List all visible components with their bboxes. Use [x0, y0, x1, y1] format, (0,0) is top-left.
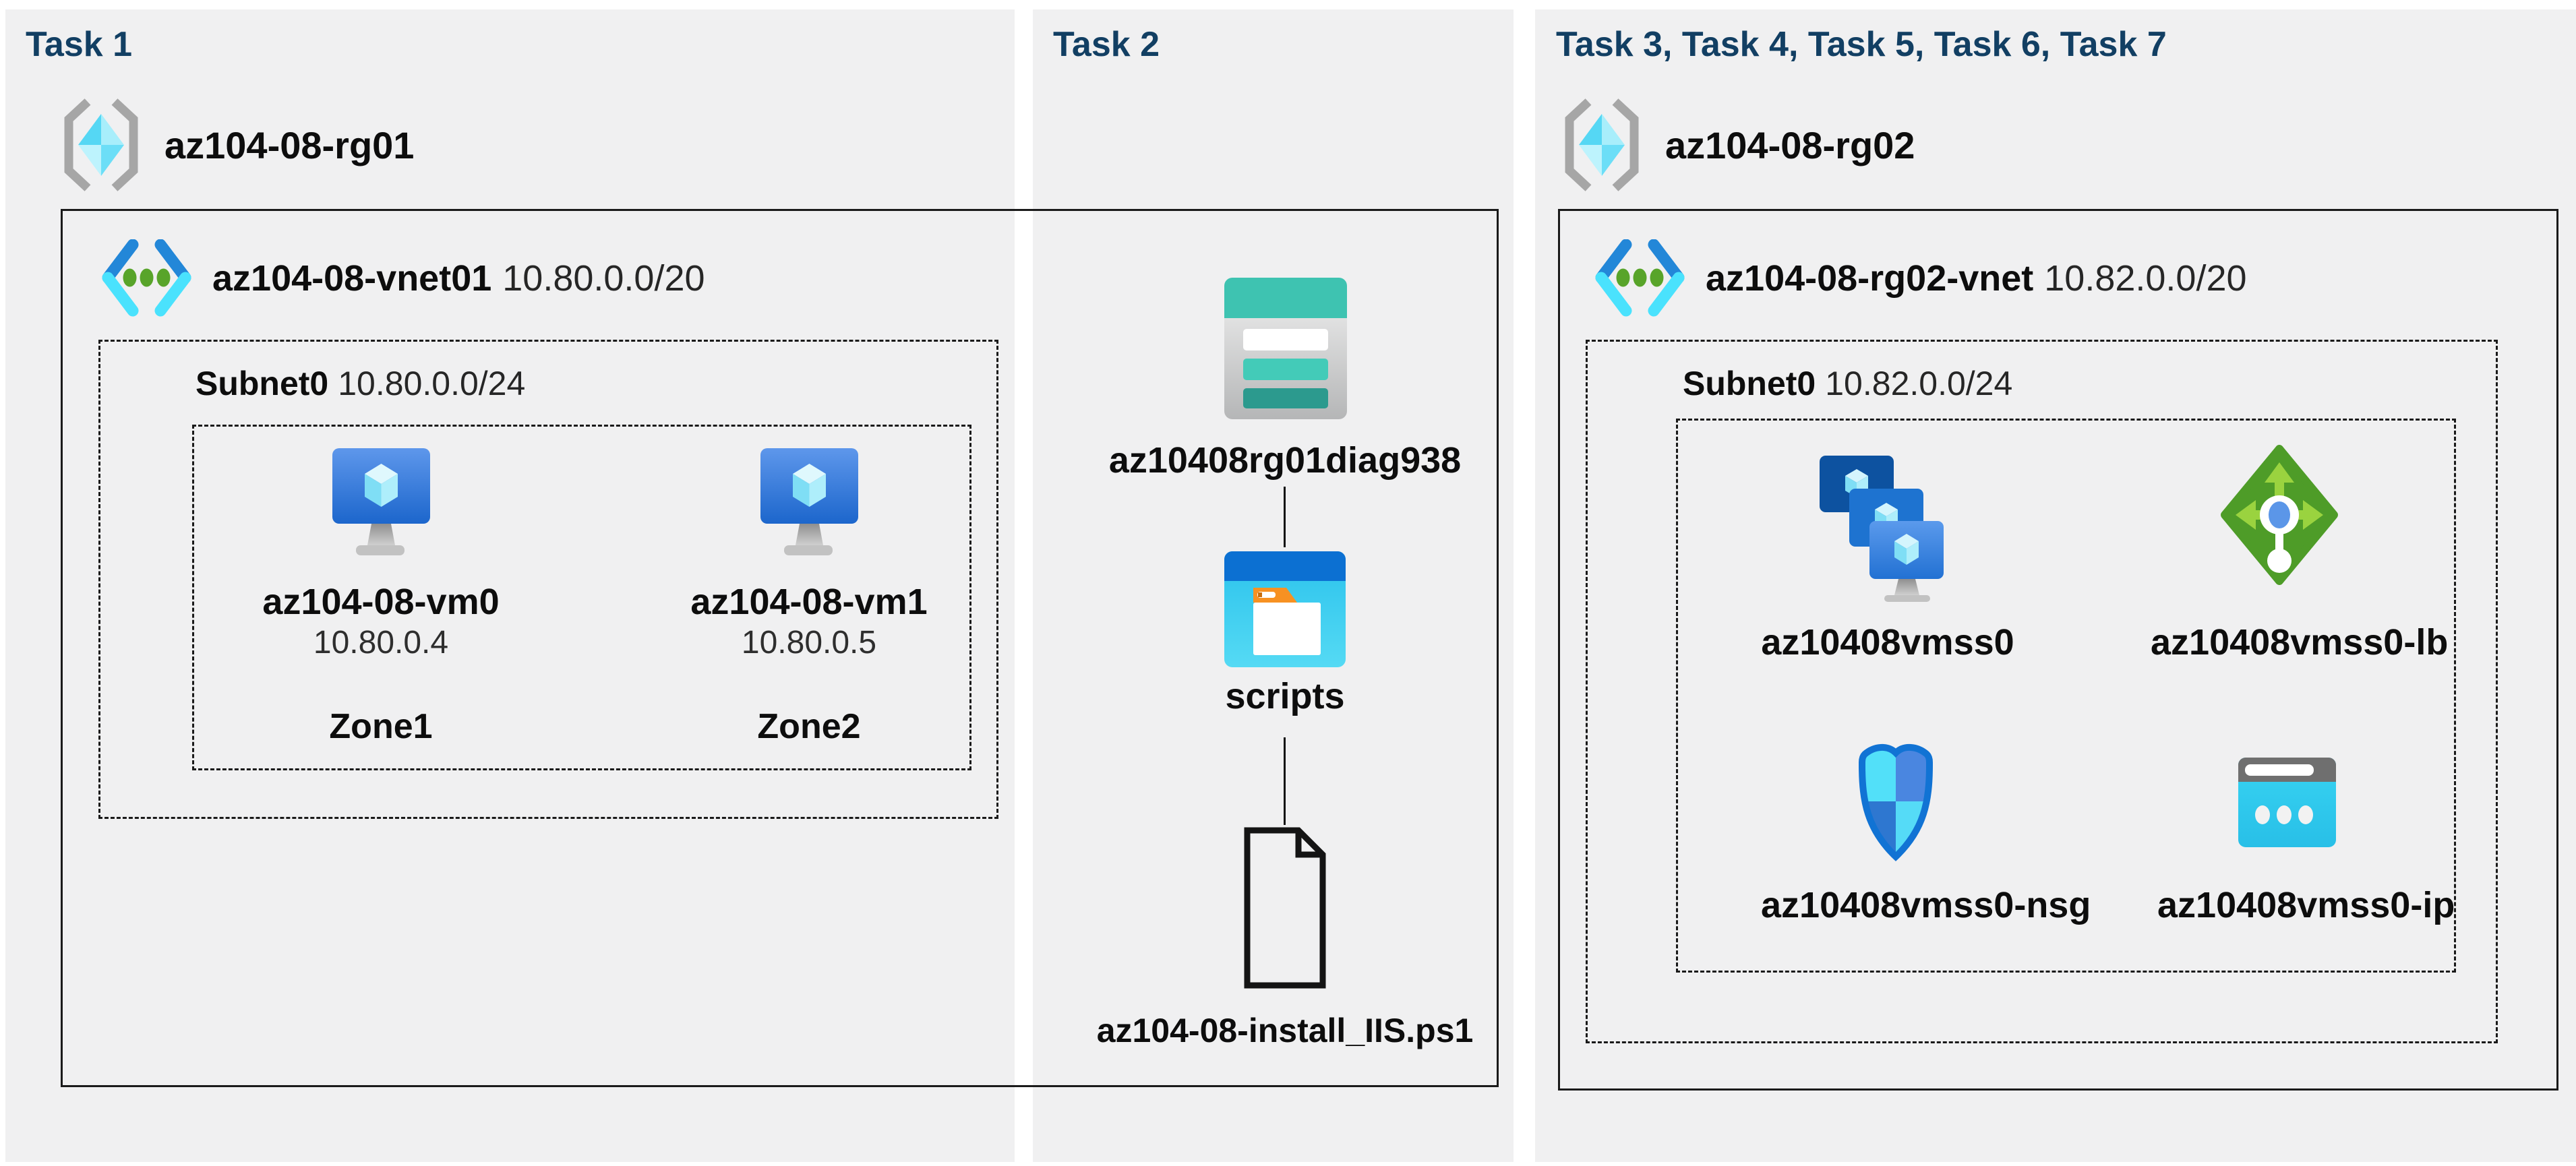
- vnet-name: az104-08-vnet01: [212, 257, 492, 299]
- vm-ip: 10.80.0.4: [313, 625, 449, 661]
- vmss-resources-box: [1676, 419, 2456, 973]
- subnet0-box-right: [1586, 340, 2498, 1043]
- script-file-name: az104-08-install_IIS.ps1: [1096, 1012, 1474, 1049]
- network-security-group-icon: [1854, 742, 1938, 862]
- virtual-machine-icon: [760, 448, 858, 556]
- vnet-cidr: 10.80.0.0/20: [502, 257, 705, 299]
- virtual-machine-icon: [332, 448, 430, 556]
- subnet0-box-left: [98, 340, 998, 819]
- storage-account-name: az10408rg01diag938: [1108, 440, 1462, 481]
- blob-container-icon: [1224, 551, 1346, 667]
- nsg-name: az10408vmss0-nsg: [1761, 885, 2091, 925]
- virtual-network-icon: [1594, 239, 1685, 317]
- vm-zone: Zone2: [757, 707, 861, 746]
- folder-name: scripts: [1225, 676, 1345, 716]
- load-balancer-icon: [2221, 445, 2338, 585]
- task1-heading: Task 1: [26, 25, 133, 64]
- task3-heading: Task 3, Task 4, Task 5, Task 6, Task 7: [1556, 25, 2167, 64]
- vm-ip: 10.80.0.5: [741, 625, 877, 661]
- vm-name: az104-08-vm1: [690, 582, 928, 622]
- availability-zones-box: [192, 425, 971, 770]
- connector-line: [1284, 487, 1286, 547]
- script-file-icon: [1243, 826, 1327, 989]
- vm-name: az104-08-vm0: [262, 582, 500, 622]
- task3-panel: [1535, 9, 2576, 1162]
- connector-line: [1284, 737, 1286, 825]
- vnet02-header: az104-08-rg02-vnet 10.82.0.0/20: [1594, 239, 2247, 317]
- virtual-network-icon: [101, 239, 192, 317]
- resource-group-rg01: az104-08-rg01: [61, 98, 414, 192]
- vm-zone: Zone1: [329, 707, 433, 746]
- task1-panel: [5, 9, 1015, 1162]
- vnet02-boundary-box: [1558, 209, 2558, 1091]
- resource-group-icon: [61, 98, 142, 192]
- resource-group-rg02: az104-08-rg02: [1561, 98, 1915, 192]
- vnet01-boundary-box: [61, 209, 1499, 1087]
- vmss-name: az10408vmss0: [1761, 622, 2014, 663]
- vnet-cidr: 10.82.0.0/20: [2044, 257, 2247, 299]
- public-ip-icon: [2238, 758, 2336, 847]
- resource-group-icon: [1561, 98, 1642, 192]
- vnet01-header: az104-08-vnet01 10.80.0.0/20: [101, 239, 705, 317]
- task2-heading: Task 2: [1053, 25, 1160, 64]
- resource-group-name: az104-08-rg02: [1665, 123, 1915, 166]
- storage-account-icon: [1224, 278, 1347, 419]
- public-ip-name: az10408vmss0-ip: [2157, 885, 2455, 925]
- resource-group-name: az104-08-rg01: [164, 123, 415, 166]
- vm-scale-set-icon: [1820, 456, 1944, 602]
- vnet-name: az104-08-rg02-vnet: [1706, 257, 2034, 299]
- load-balancer-name: az10408vmss0-lb: [2151, 622, 2449, 663]
